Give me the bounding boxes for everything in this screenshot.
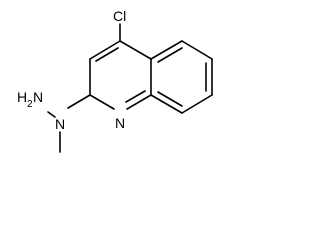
bond-c7-c8 [181,94,213,114]
amino-subscript-label: 2 [27,99,33,110]
bond-c5-c6 [181,40,213,60]
bond-c2-nhydrazine [67,94,91,109]
bond-c4-c3-inner [95,47,119,62]
bond-c8-c8a [150,94,183,114]
amino-group-label: H 2 N [17,89,43,110]
chlorine-atom-label: Cl [113,8,126,24]
bond-c4a-c5-inner [157,47,183,63]
molecule-structure: Cl H 2 N N N [17,8,213,153]
bond-c4a-c5 [150,40,183,60]
bond-c4-c4a [119,40,152,60]
bond-n1-c8a-inner [125,90,146,103]
bond-nhydrazine-nh2 [47,111,56,118]
bond-c8-c8a-inner [157,91,183,107]
bond-n1-c8a [126,94,152,110]
bond-c2-n1 [89,94,115,110]
amino-h-label: H [17,89,27,105]
ring-n-atom-label: N [115,115,125,131]
hydrazine-n-atom-label: N [55,116,65,132]
bond-c4-c3 [89,40,121,60]
amino-n-label: N [33,89,43,105]
